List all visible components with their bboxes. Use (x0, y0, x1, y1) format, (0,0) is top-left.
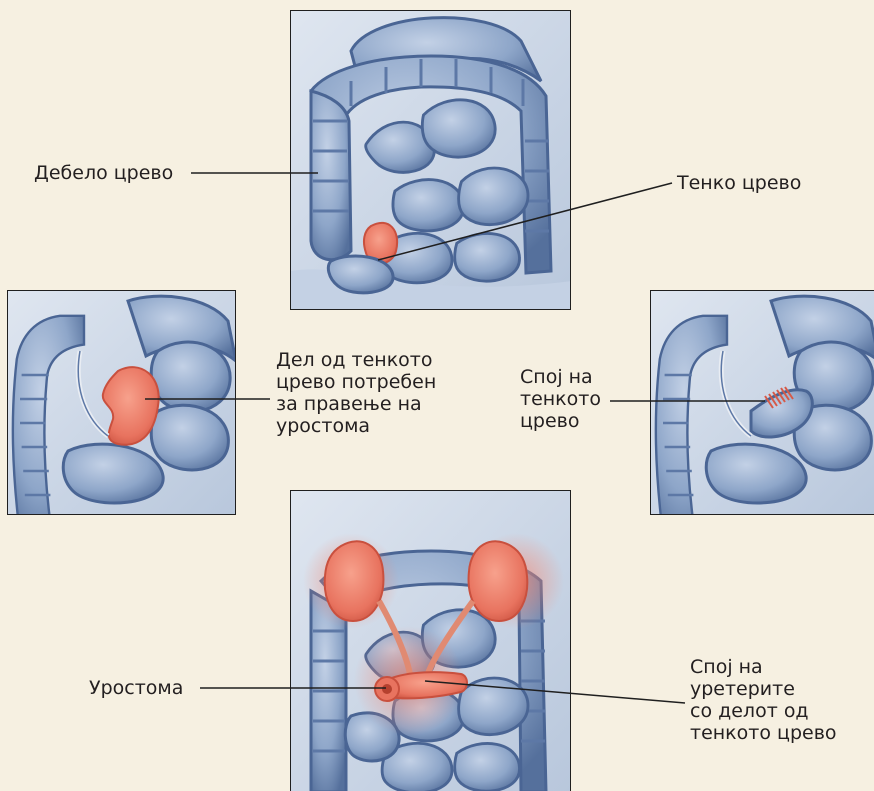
label-segment-needed: Дел од тенкото црево потребен за правење… (276, 349, 436, 437)
label-urostomy: Уростома (89, 677, 183, 699)
label-small-intestine: Тенко црево (677, 172, 801, 194)
small-intestine-join-illustration (650, 290, 874, 515)
segment-removal-illustration (7, 290, 236, 515)
urostomy-illustration (290, 490, 571, 791)
label-large-intestine: Дебело црево (34, 162, 173, 184)
label-small-intestine-join: Спој на тенкото црево (520, 366, 601, 432)
label-ureters-join: Спој на уретерите со делот од тенкото цр… (690, 656, 837, 744)
intestines-overview-illustration (290, 10, 571, 310)
